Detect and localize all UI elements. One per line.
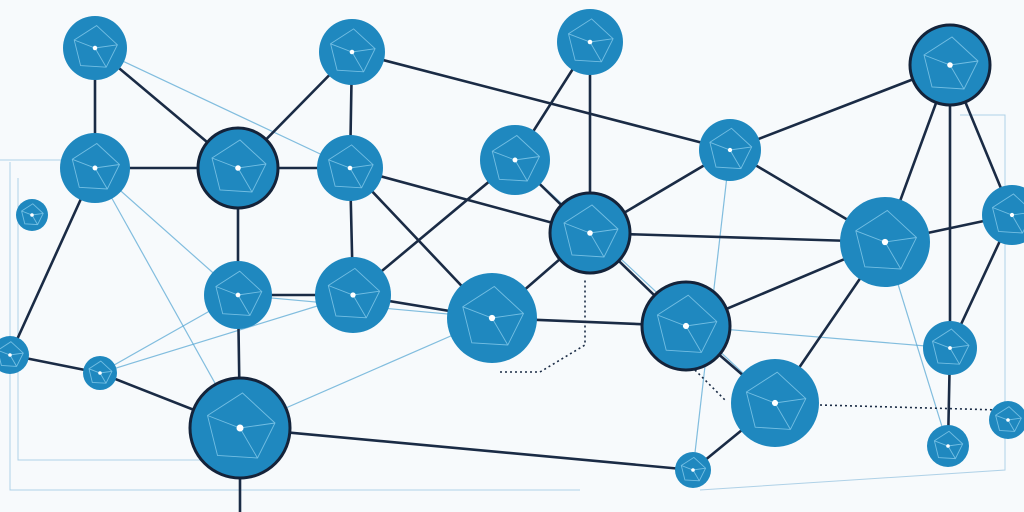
network-node xyxy=(317,135,383,201)
node-center-dot xyxy=(587,39,593,45)
node-center-dot xyxy=(8,353,12,357)
network-node xyxy=(989,401,1024,439)
node-center-dot xyxy=(1006,418,1010,422)
node-center-dot xyxy=(1009,212,1015,218)
node-center-dot xyxy=(347,165,353,171)
node-center-dot xyxy=(350,292,356,298)
node-center-dot xyxy=(349,49,355,55)
node-center-dot xyxy=(771,399,779,407)
edge-light xyxy=(99,294,354,374)
network-node xyxy=(675,452,711,488)
node-center-dot xyxy=(682,322,690,330)
network-node xyxy=(927,425,969,467)
network-node xyxy=(840,197,930,287)
network-node xyxy=(60,133,130,203)
network-node xyxy=(204,261,272,329)
background-frame-lines xyxy=(0,114,1006,491)
network-node xyxy=(319,19,385,85)
network-node xyxy=(548,191,632,275)
network-node xyxy=(315,257,391,333)
network-node xyxy=(16,199,48,231)
node-center-dot xyxy=(691,468,695,472)
edge-dotted xyxy=(694,369,726,401)
edge-dotted xyxy=(819,404,1001,411)
node-center-dot xyxy=(947,62,953,68)
node-center-dot xyxy=(92,45,98,51)
network-node xyxy=(640,280,732,372)
node-center-dot xyxy=(946,444,950,448)
node-group xyxy=(0,9,1024,488)
frame-line xyxy=(9,162,580,491)
edge-dotted xyxy=(500,280,586,373)
network-node xyxy=(83,356,117,390)
network-node xyxy=(982,185,1024,245)
network-node xyxy=(196,126,280,210)
network-node xyxy=(447,273,537,363)
frame-line xyxy=(17,178,240,461)
node-center-dot xyxy=(235,292,241,298)
node-circle xyxy=(0,336,29,374)
network-node xyxy=(923,321,977,375)
edge xyxy=(238,426,695,472)
network-node xyxy=(0,336,29,374)
node-center-dot xyxy=(30,213,34,217)
frame-line xyxy=(699,114,1006,491)
network-node xyxy=(731,359,819,447)
network-node xyxy=(63,16,127,80)
node-center-dot xyxy=(236,424,244,432)
node-center-dot xyxy=(727,147,733,153)
network-node xyxy=(480,125,550,195)
node-center-dot xyxy=(98,371,102,375)
edge xyxy=(588,231,887,244)
network-node xyxy=(188,376,292,480)
node-circle xyxy=(982,185,1024,245)
node-center-dot xyxy=(587,230,593,236)
network-node xyxy=(557,9,623,75)
node-center-dot xyxy=(92,165,98,171)
node-center-dot xyxy=(488,314,496,322)
node-center-dot xyxy=(235,165,241,171)
node-center-dot xyxy=(948,346,952,350)
network-node xyxy=(908,23,992,107)
edge-light xyxy=(94,47,351,169)
node-center-dot xyxy=(881,238,889,246)
network-node xyxy=(699,119,761,181)
edge xyxy=(350,50,732,152)
node-center-dot xyxy=(512,157,518,163)
